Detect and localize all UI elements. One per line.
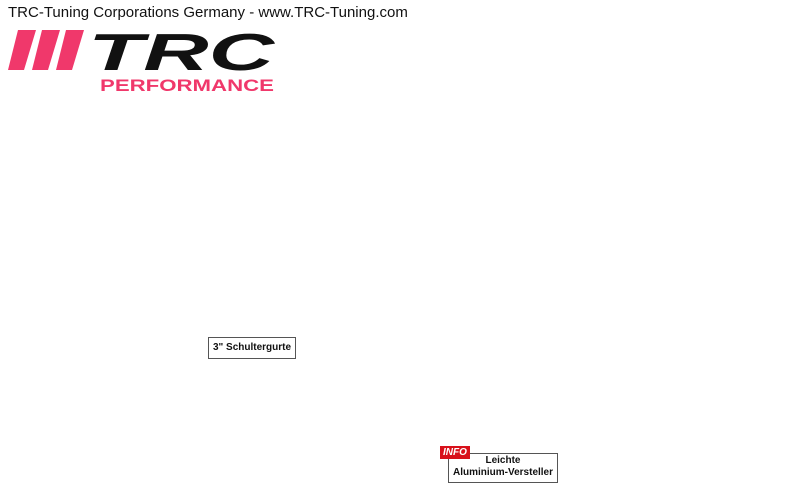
lap-adjuster [335, 409, 359, 445]
callout-shoulder-straps: 3" Schultergurte [208, 337, 296, 359]
left-hook [319, 295, 356, 341]
right-shoulder-strap [455, 35, 630, 300]
leader-line-adjuster [449, 301, 501, 454]
callout-circle-adjuster [404, 227, 480, 303]
svg-text:SANDTLER: SANDTLER [402, 160, 430, 216]
callout-line2: Aluminium-Versteller [452, 467, 554, 478]
leader-line-shoulder [254, 184, 369, 338]
sandtler-pad-left: SANDTLER [378, 160, 445, 268]
trc-performance-logo: TRC PERFORMANCE [8, 28, 277, 94]
site-header: TRC-Tuning Corporations Germany - www.TR… [8, 4, 408, 21]
center-adjuster [412, 255, 467, 281]
logo-sub-text: PERFORMANCE [100, 76, 274, 94]
right-adjuster [542, 221, 584, 245]
logo-stripes [8, 30, 84, 70]
sandtler-pad-right: SANDTLER [512, 150, 575, 242]
left-shoulder-strap [312, 40, 368, 285]
logo-main-text: TRC [88, 28, 277, 82]
left-adjuster [311, 276, 375, 296]
tag [299, 404, 326, 424]
center-shoulder-strap [340, 45, 545, 385]
buckle-plate [457, 332, 543, 388]
callout-circle-shoulder [364, 135, 434, 205]
lap-hook [269, 429, 319, 473]
svg-text:SANDTLER: SANDTLER [533, 152, 562, 201]
info-badge: INFO [440, 446, 470, 459]
buckle [562, 311, 623, 354]
callout-line1: Leichte [485, 455, 521, 466]
